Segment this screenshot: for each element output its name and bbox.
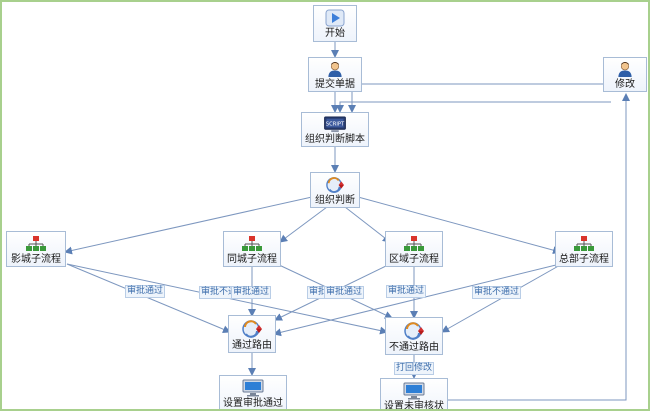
edge-suba-pass: [66, 263, 231, 333]
node-start[interactable]: 开始: [313, 5, 357, 42]
monitor-icon: [242, 379, 264, 397]
node-label: 组织判断: [315, 195, 355, 206]
node-sub-a[interactable]: 影城子流程: [6, 231, 66, 267]
node-set-fail[interactable]: 设置未审核状: [380, 378, 448, 411]
node-label: 设置审批通过: [223, 398, 283, 409]
edge-judge-subd: [357, 196, 561, 255]
node-label: 修改: [615, 79, 635, 90]
node-label: 区域子流程: [389, 254, 439, 265]
node-label: 通过路由: [232, 340, 272, 351]
edge-subd-pass: [273, 263, 561, 337]
node-submit[interactable]: 提交单据: [308, 57, 362, 92]
router-icon: [404, 322, 424, 340]
node-sub-b[interactable]: 同城子流程: [223, 231, 281, 267]
router-icon: [242, 320, 262, 338]
node-label: 设置未审核状: [384, 401, 444, 411]
user-icon: [618, 61, 632, 78]
org-chart-icon: [574, 236, 594, 251]
node-pass-route[interactable]: 通过路由: [228, 315, 276, 353]
node-script[interactable]: SCRIPT 组织判断脚本: [301, 112, 369, 147]
org-chart-icon: [26, 236, 46, 251]
node-label: 提交单据: [315, 79, 355, 90]
node-label: 同城子流程: [227, 254, 277, 265]
node-judge[interactable]: 组织判断: [310, 172, 360, 208]
edge-setfail-modify: [448, 93, 630, 401]
script-monitor-icon: SCRIPT: [324, 116, 346, 133]
node-sub-d[interactable]: 总部子流程: [555, 231, 613, 267]
user-icon: [328, 61, 342, 78]
node-set-pass[interactable]: 设置审批通过: [219, 375, 287, 409]
org-chart-icon: [242, 236, 262, 251]
node-label: 不通过路由: [389, 342, 439, 353]
edge-label-d-pass: 审批不通过: [472, 286, 522, 299]
play-icon: [325, 9, 345, 27]
edge-label-b-pass: 审批通过: [231, 286, 272, 299]
org-chart-icon: [404, 236, 424, 251]
edge-label-c-fail: 审批通过: [386, 285, 427, 298]
node-label: 影城子流程: [11, 254, 61, 265]
edge-modify-script: [348, 74, 627, 113]
edge-modify-script-b: [336, 101, 611, 113]
node-fail-route[interactable]: 不通过路由: [385, 317, 443, 355]
node-label: 开始: [325, 28, 345, 39]
edge-judge-subc: [344, 206, 391, 243]
edge-label-a-pass: 审批通过: [125, 285, 166, 298]
edge-judge-suba: [64, 196, 313, 255]
node-label: 组织判断脚本: [305, 134, 365, 145]
svg-text:SCRIPT: SCRIPT: [326, 121, 345, 127]
node-sub-c[interactable]: 区域子流程: [385, 231, 443, 267]
node-label: 总部子流程: [559, 254, 609, 265]
edge-label-c-pass: 审批通过: [324, 286, 365, 299]
router-icon: [326, 177, 344, 193]
edge-label-return: 打回修改: [394, 362, 435, 375]
node-modify[interactable]: 修改: [603, 57, 647, 92]
monitor-icon: [403, 382, 425, 400]
edge-judge-subb: [279, 206, 328, 243]
